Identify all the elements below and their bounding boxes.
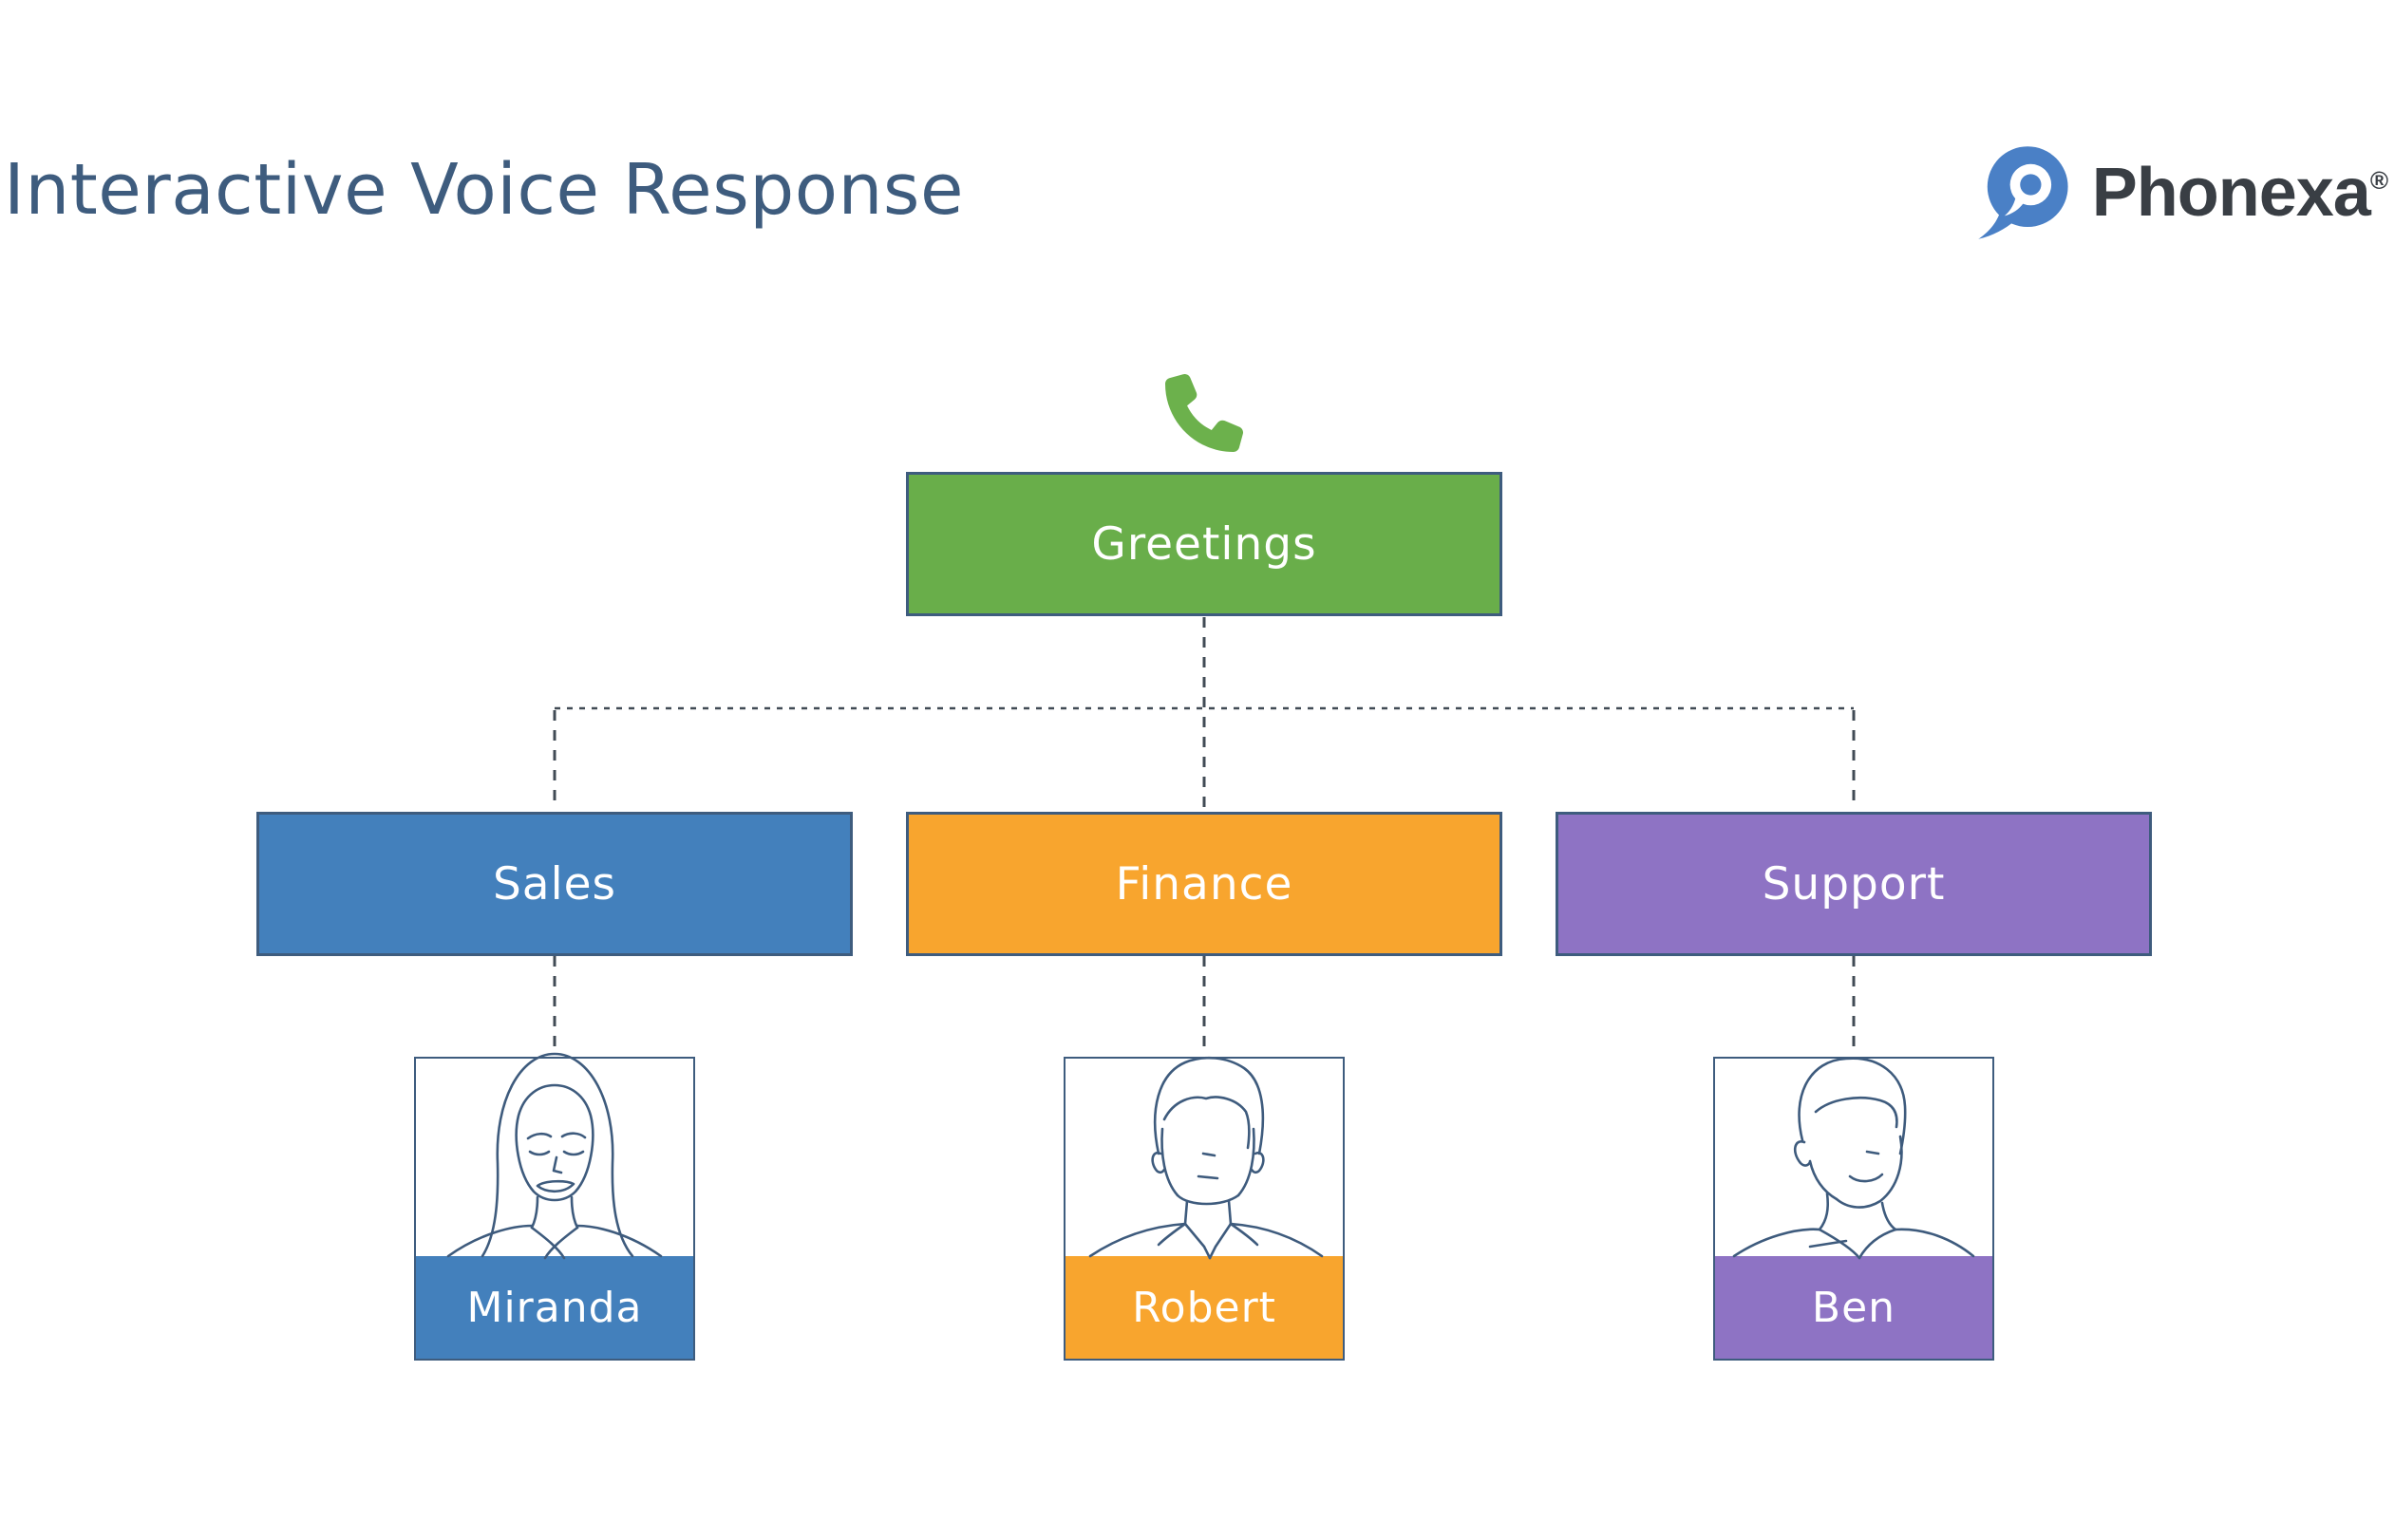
brand-name-text: Phonexa [2091,155,2371,231]
node-sales-label: Sales [492,857,617,911]
agent-name-band: Miranda [416,1256,693,1359]
brand-name: Phonexa® [2092,159,2388,227]
agent-photo [416,1052,693,1260]
page-title: Interactive Voice Response [4,149,964,231]
agent-name-band: Ben [1715,1256,1992,1359]
agent-card-miranda: Miranda [414,1052,695,1361]
node-finance: Finance [906,812,1502,956]
agent-card-ben: Ben [1713,1057,1994,1361]
man-tshirt-portrait [1732,1057,1975,1260]
phone-handset-icon [1165,374,1243,452]
node-sales: Sales [256,812,853,956]
agent-name-band: Robert [1065,1256,1343,1359]
agent-photo [1065,1056,1343,1260]
phonexa-pin-speech-bubble-icon [1977,146,2068,239]
node-support-label: Support [1762,857,1946,911]
woman-long-hair-portrait [446,1052,663,1260]
agent-name: Robert [1132,1283,1276,1332]
node-support: Support [1556,812,2152,956]
registered-trademark-symbol: ® [2369,166,2388,195]
brand-logo-lockup: Phonexa® [1974,142,2388,243]
man-collared-shirt-portrait [1088,1056,1324,1260]
node-finance-label: Finance [1115,857,1293,911]
agent-name: Miranda [466,1283,643,1332]
node-greetings: Greetings [906,472,1502,616]
agent-photo [1715,1057,1992,1260]
agent-name: Ben [1811,1283,1896,1332]
node-greetings-label: Greetings [1091,517,1317,571]
agent-card-robert: Robert [1064,1056,1345,1361]
